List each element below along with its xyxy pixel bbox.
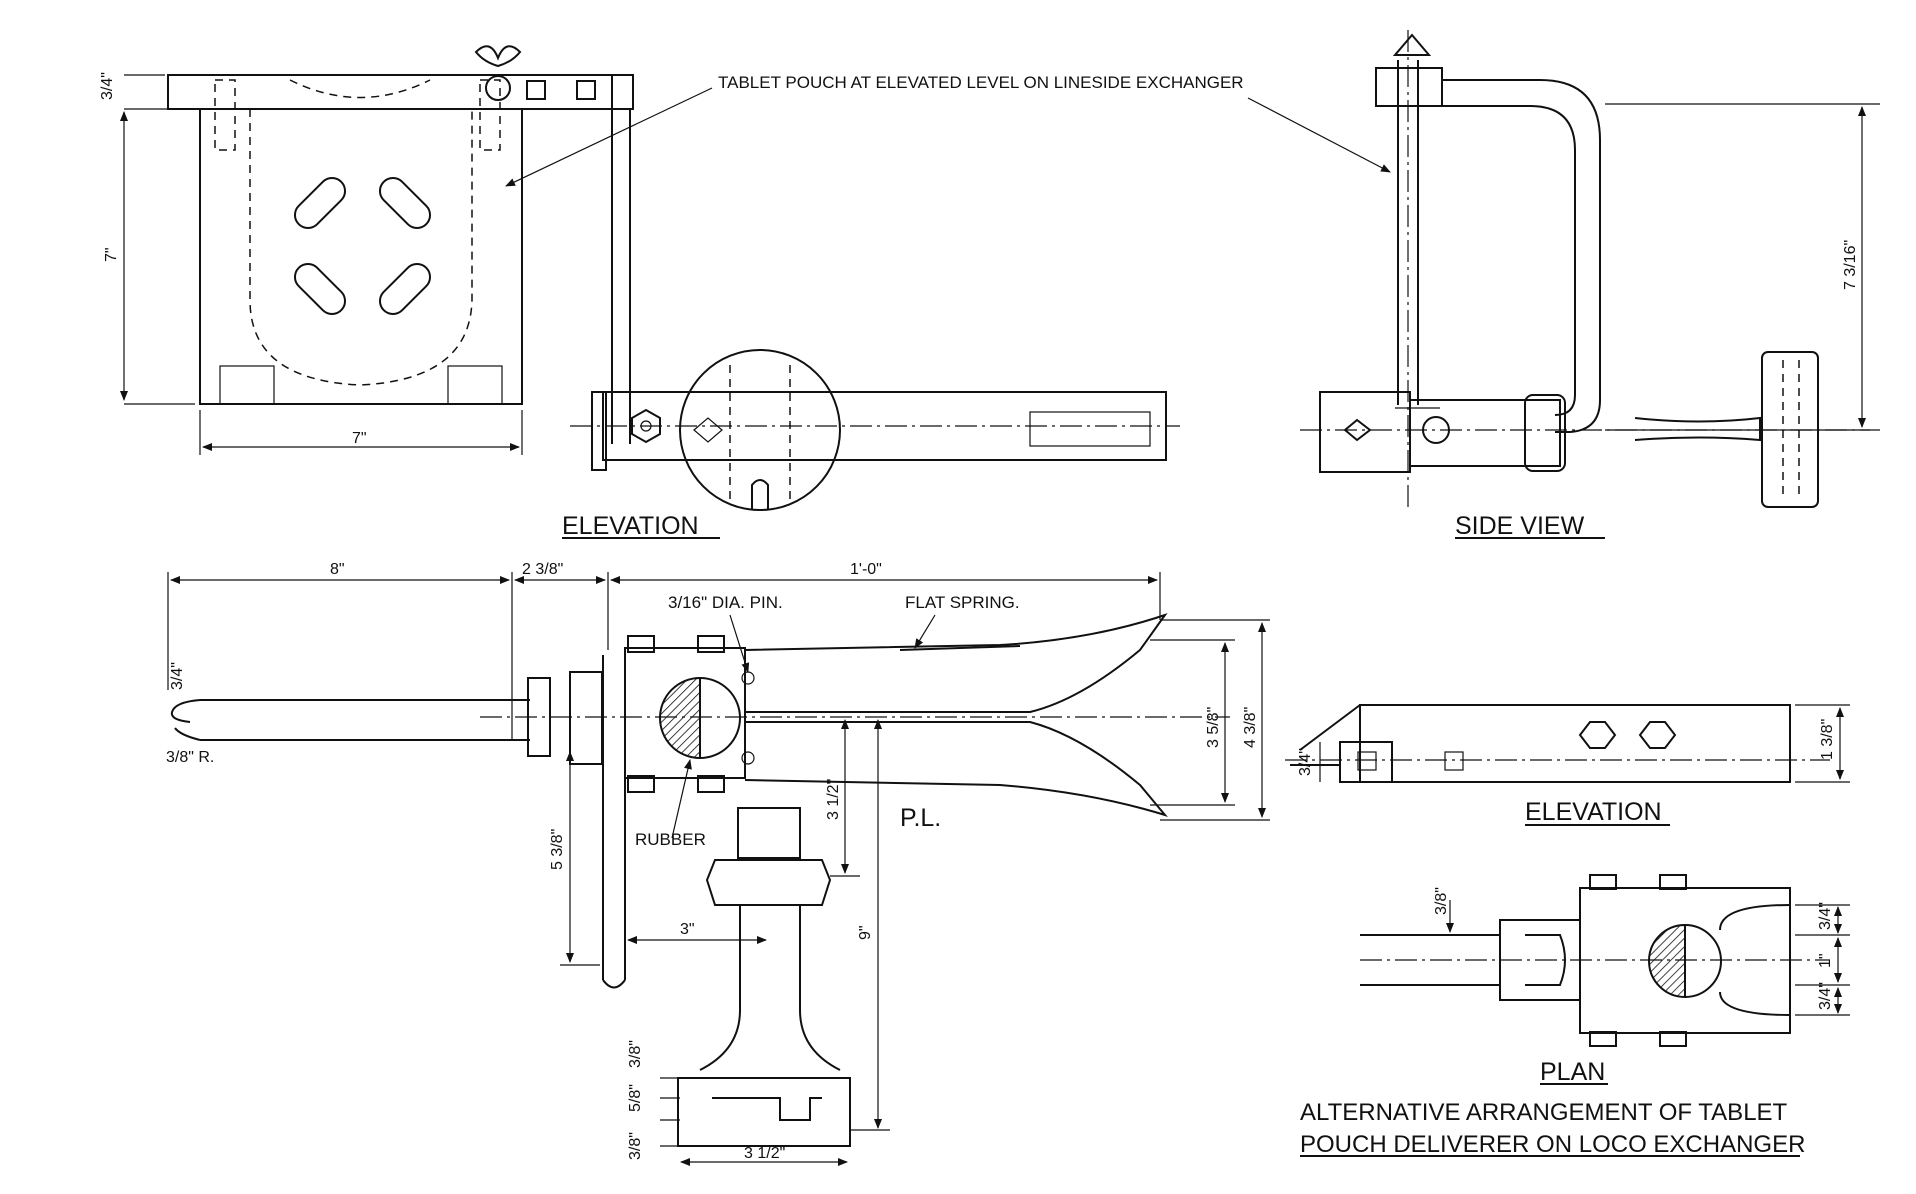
- dim-3-5-8: 3 5/8": [1205, 707, 1222, 748]
- dim-1-plan: 1": [1817, 953, 1834, 968]
- dim-height-7: 7": [103, 247, 120, 262]
- title-side-view: SIDE VIEW: [1455, 512, 1585, 540]
- drawing-text: TABLET POUCH AT ELEVATED LEVEL ON LINESI…: [99, 72, 1859, 1162]
- title-underlines: [562, 537, 1800, 1157]
- right-elevation-view: [1285, 704, 1850, 783]
- dim-width-7: 7": [352, 430, 367, 447]
- caption-line-1: ALTERNATIVE ARRANGEMENT OF TABLET: [1300, 1099, 1788, 1126]
- dim-4-3-8: 4 3/8": [1242, 707, 1259, 748]
- initials-label: P.L.: [900, 804, 941, 832]
- dim-3-8-base: 3/8": [627, 1040, 644, 1068]
- dim-3-8-base-2: 3/8": [627, 1132, 644, 1160]
- dim-3-4-left: 3/4": [169, 662, 186, 690]
- dim-top-small: 3/4": [99, 72, 116, 100]
- plan-view: [1360, 874, 1850, 1047]
- title-elevation-top: ELEVATION: [562, 512, 699, 540]
- dim-1-3-8: 1 3/8": [1819, 719, 1836, 760]
- dim-side-height: 7 3/16": [1842, 240, 1859, 290]
- top-elevation-view: [120, 45, 1391, 511]
- title-plan: PLAN: [1540, 1058, 1605, 1086]
- pin-label: 3/16" DIA. PIN.: [668, 593, 783, 612]
- dim-3-1-2-v: 3 1/2": [825, 779, 842, 820]
- dim-3-4-plan-a: 3/4": [1817, 902, 1834, 930]
- dim-9: 9": [857, 925, 874, 940]
- dim-3-1-2-base: 3 1/2": [744, 1145, 785, 1162]
- main-elevation-view: [167, 572, 1270, 1166]
- dim-8: 8": [330, 561, 345, 578]
- dim-5-3-8: 5 3/8": [549, 829, 566, 870]
- dim-3-8-r: 3/8" R.: [166, 749, 214, 766]
- caption-line-2: POUCH DELIVERER ON LOCO EXCHANGER: [1300, 1131, 1805, 1158]
- dim-1-0: 1'-0": [850, 561, 882, 578]
- dim-3: 3": [680, 921, 695, 938]
- title-elevation-right: ELEVATION: [1525, 798, 1662, 826]
- pouch-callout-label: TABLET POUCH AT ELEVATED LEVEL ON LINESI…: [718, 73, 1244, 92]
- dim-3-8-plan: 3/8": [1433, 887, 1450, 915]
- dim-5-8-base: 5/8": [627, 1084, 644, 1112]
- rubber-label: RUBBER: [635, 830, 706, 849]
- side-view: [1300, 30, 1880, 510]
- dim-3-4-right-elev: 3/4": [1297, 748, 1314, 776]
- dim-3-4-plan-b: 3/4": [1817, 982, 1834, 1010]
- dim-2-3-8: 2 3/8": [522, 561, 563, 578]
- flat-spring-label: FLAT SPRING.: [905, 593, 1020, 612]
